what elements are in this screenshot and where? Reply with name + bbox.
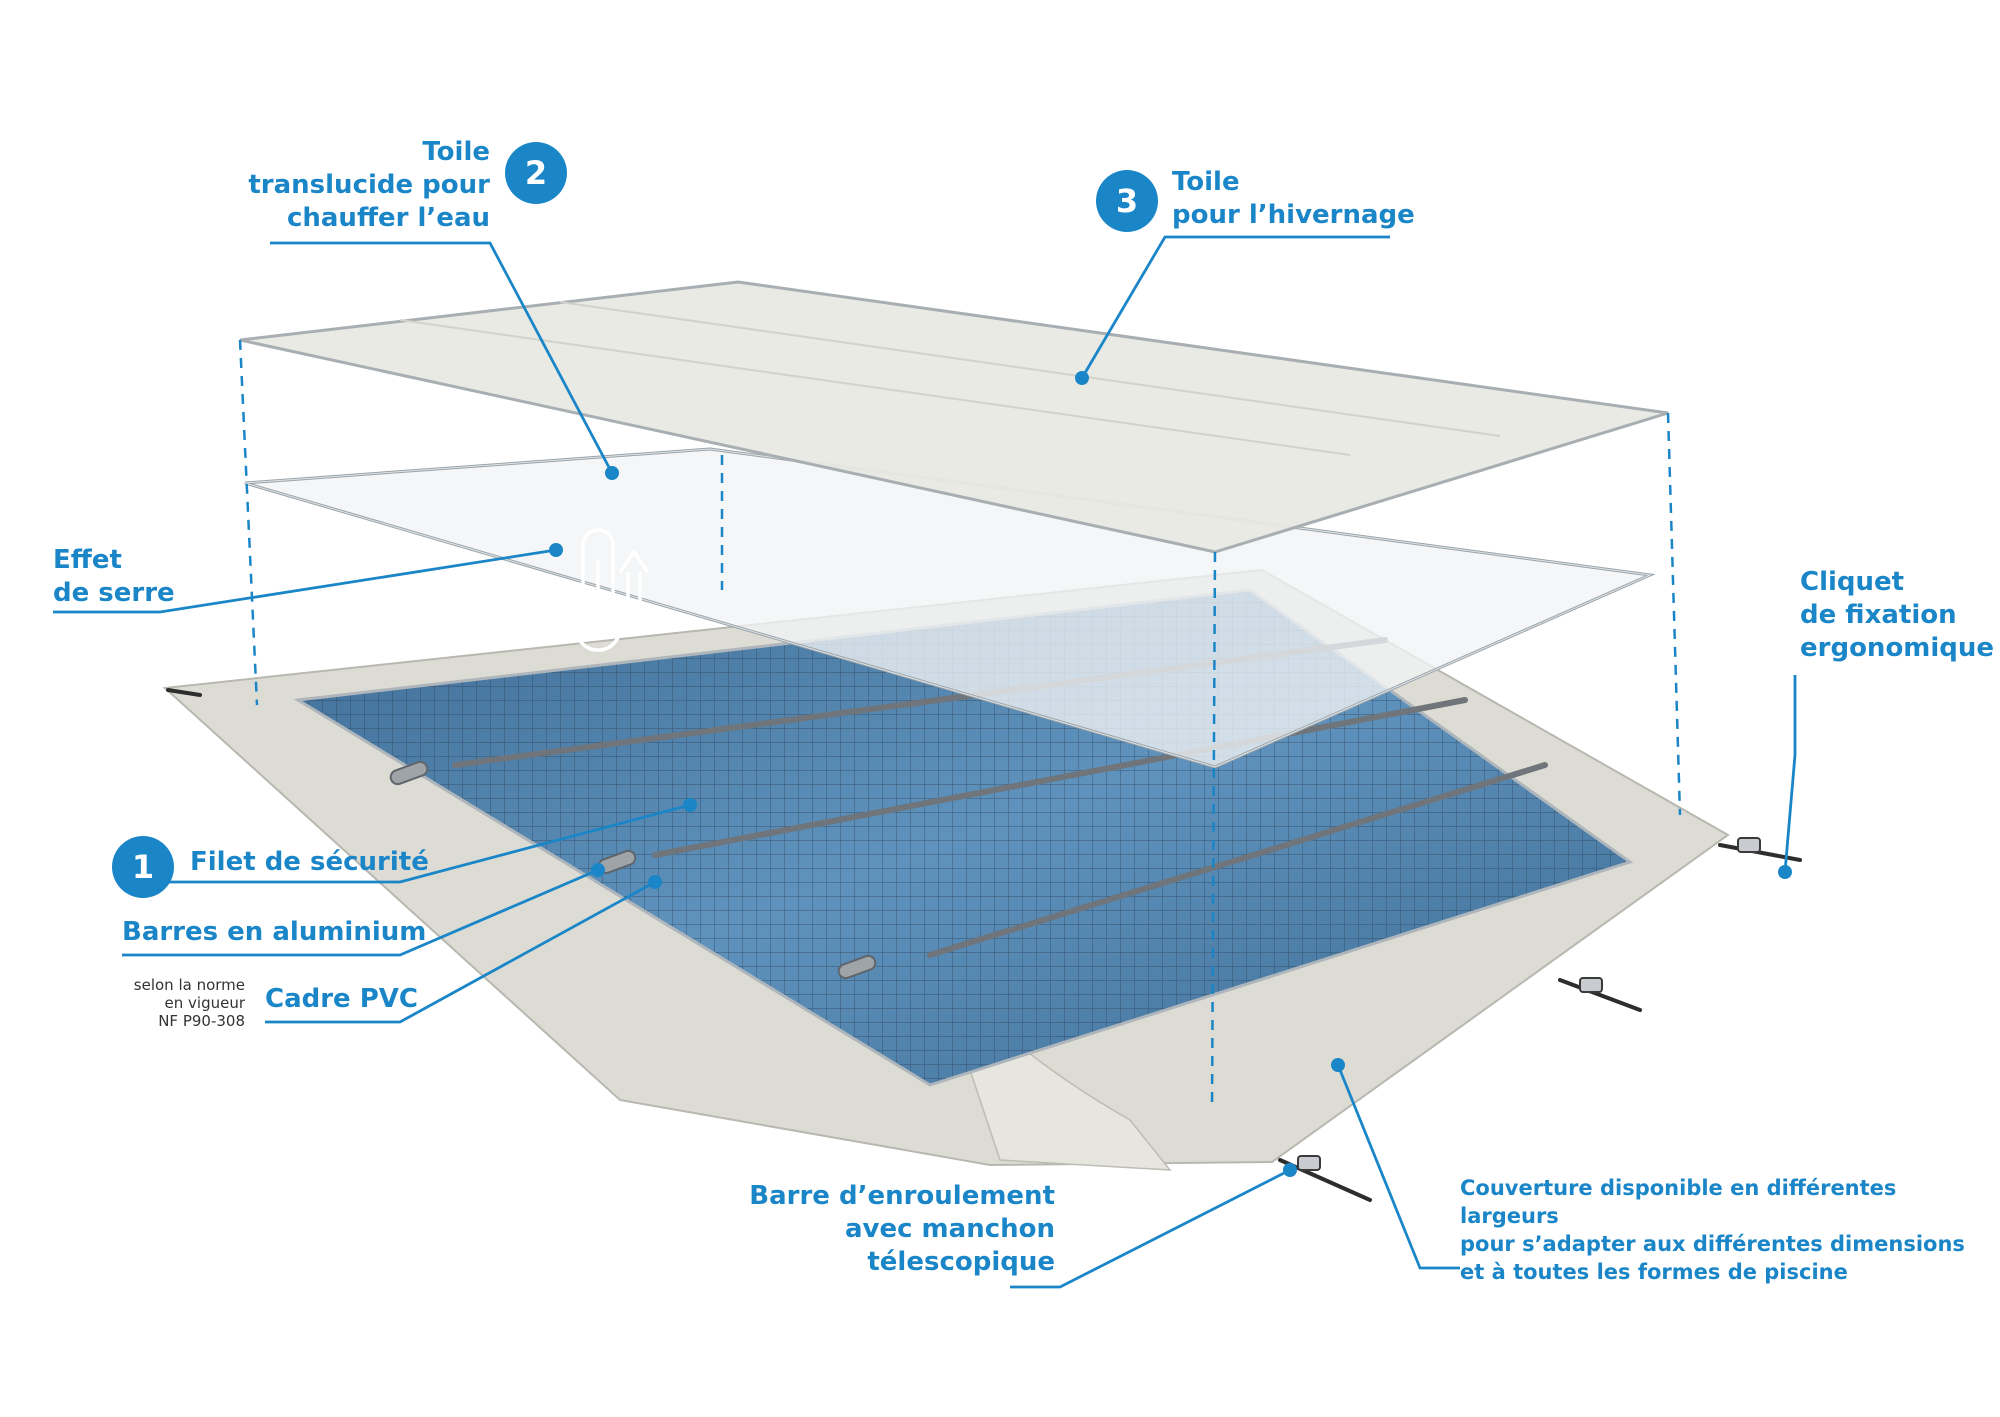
label-line: de fixation	[1800, 600, 1957, 630]
label-toile-hivernage: Toile pour l’hivernage	[1172, 166, 1432, 232]
label-line: de serre	[53, 578, 175, 608]
thermometer-icon	[574, 528, 622, 652]
label-line: Toile	[422, 137, 490, 167]
label-line: Cliquet	[1800, 567, 1905, 597]
label-filet: Filet de sécurité	[190, 847, 429, 877]
label-line: télescopique	[867, 1247, 1055, 1277]
label-line: chauffer l’eau	[286, 203, 490, 233]
label-line: Effet	[53, 545, 122, 575]
label-line: translucide pour	[248, 170, 490, 200]
badge-number-2: 2	[505, 142, 567, 204]
label-cadre: Cadre PVC	[265, 984, 419, 1014]
label-effet-serre: Effet de serre	[53, 544, 253, 610]
label-line: en vigueur	[164, 994, 245, 1012]
label-barre-enroulement: Barre d’enroulement avec manchon télesco…	[740, 1180, 1055, 1279]
label-line: Toile	[1172, 167, 1240, 197]
label-line: pour s’adapter aux différentes dimension…	[1460, 1232, 1965, 1256]
bar-end-caps	[389, 760, 877, 980]
winter-sheet-seams	[399, 301, 1501, 456]
heat-arrow-icon	[618, 548, 650, 617]
badge-number-1: 1	[112, 836, 174, 898]
label-line: avec manchon	[844, 1214, 1055, 1244]
layer-guides	[238, 339, 1682, 1111]
badge-number-3: 3	[1096, 170, 1158, 232]
label-toile-translucide: Toile translucide pour chauffer l’eau	[240, 136, 490, 235]
label-line: et à toutes les formes de piscine	[1460, 1260, 1848, 1284]
label-barres: Barres en aluminium	[122, 917, 427, 947]
callout-dots	[549, 371, 1792, 1177]
label-line: selon la norme	[133, 976, 245, 994]
ratchet-buckles	[1297, 837, 1761, 1171]
label-line: Barre d’enroulement	[749, 1181, 1055, 1211]
label-line: pour l’hivernage	[1172, 200, 1415, 230]
label-cliquet: Cliquet de fixation ergonomique	[1800, 566, 1995, 665]
label-line: ergonomique	[1800, 633, 1995, 663]
label-couverture: Couverture disponible en différentes lar…	[1460, 1174, 1990, 1286]
label-norme: selon la norme en vigueur NF P90-308	[100, 976, 245, 1030]
label-line: NF P90-308	[158, 1012, 245, 1030]
label-line: Couverture disponible en différentes lar…	[1460, 1176, 1897, 1228]
callout-lines	[53, 235, 1797, 1289]
